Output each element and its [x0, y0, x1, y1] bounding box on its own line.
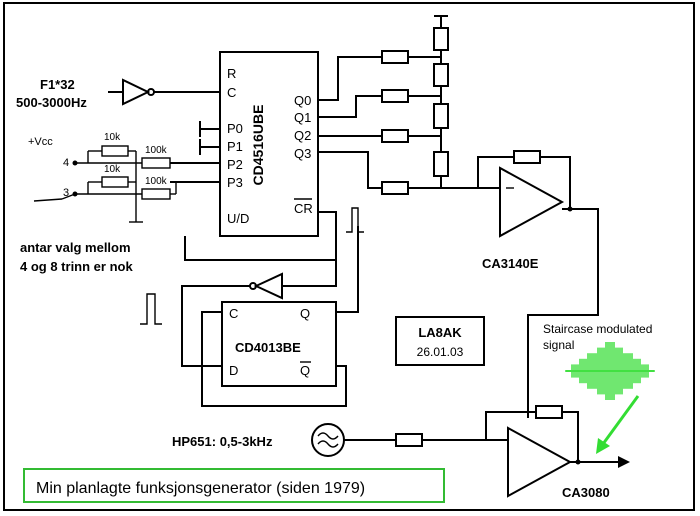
signal-arrow-line	[601, 395, 640, 445]
opamp-top	[499, 166, 565, 238]
cr-pulse	[346, 207, 364, 233]
input-resistor-bottom	[395, 433, 423, 447]
pin-q1: Q1	[294, 110, 311, 125]
opamp-bottom-label: CA3080	[562, 485, 610, 500]
pin-p3: P3	[227, 175, 243, 190]
counter-name: CD4516UBE	[250, 105, 266, 186]
caption-box	[23, 468, 445, 503]
q1-resistor	[381, 89, 409, 103]
caption-text: Min planlagte funksjonsgenerator (siden …	[36, 480, 365, 497]
pin-c: C	[227, 85, 236, 100]
pin4-label: 4	[63, 157, 69, 169]
q2-resistor	[381, 129, 409, 143]
input-freq-label: F1*32	[40, 77, 75, 92]
staircase-label-1: Staircase modulated	[543, 322, 652, 336]
ladder-resistor-3	[433, 103, 449, 129]
author-box	[395, 316, 485, 366]
q0-resistor	[381, 50, 409, 64]
ladder-resistor-2	[433, 63, 449, 87]
resistor-10k-b	[101, 176, 129, 188]
output-arrow	[618, 456, 630, 468]
pin-p1: P1	[227, 139, 243, 154]
r10k-a-label: 10k	[104, 132, 121, 143]
staircase-waveform	[565, 342, 655, 400]
r100k-a-label: 100k	[145, 145, 168, 156]
resistor-100k-b	[141, 188, 171, 200]
signal-arrow-head	[596, 438, 610, 454]
input-inverter	[122, 78, 151, 106]
feedback-inverter	[253, 272, 283, 300]
choice-line-2: 4 og 8 trinn er nok	[20, 259, 133, 274]
feedback-resistor-bottom	[535, 405, 563, 419]
ac-source	[311, 423, 345, 457]
q3-resistor	[381, 181, 409, 195]
pin-q2: Q2	[294, 128, 311, 143]
pin-q0: Q0	[294, 93, 311, 108]
pin-q3: Q3	[294, 146, 311, 161]
ff-pin-q: Q	[300, 306, 310, 321]
r100k-b-label: 100k	[145, 176, 168, 187]
clock-pulse	[140, 293, 162, 325]
opamp-top-label: CA3140E	[482, 256, 539, 271]
counter-chip	[219, 51, 319, 237]
pin-r: R	[227, 66, 236, 81]
staircase-label-2: signal	[543, 338, 574, 352]
pin-p2: P2	[227, 157, 243, 172]
author-call: LA8AK	[418, 325, 462, 340]
pin-p0: P0	[227, 121, 243, 136]
ladder-resistor-4	[433, 151, 449, 177]
input-range-label: 500-3000Hz	[16, 95, 87, 110]
sine-icon	[317, 432, 339, 440]
resistor-10k-a	[101, 145, 129, 157]
ff-pin-d: D	[229, 363, 238, 378]
resistor-100k-a	[141, 157, 171, 169]
flipflop-name: CD4013BE	[235, 340, 301, 355]
author-date: 26.01.03	[417, 345, 464, 359]
flipflop-chip	[221, 301, 337, 387]
hp-source-label: HP651: 0,5-3kHz	[172, 434, 273, 449]
vcc-label: +Vcc	[28, 136, 53, 148]
r10k-b-label: 10k	[104, 164, 121, 175]
pin-ud: U/D	[227, 211, 249, 226]
pin-cr: CR	[294, 201, 313, 216]
pin3-label: 3	[63, 187, 69, 199]
opamp-bottom	[507, 426, 573, 498]
choice-line-1: antar valg mellom	[20, 240, 131, 255]
ladder-resistor-1	[433, 27, 449, 51]
outer-frame	[3, 2, 695, 511]
ff-pin-qbar: Q	[300, 363, 310, 378]
feedback-resistor-top	[513, 150, 541, 164]
ff-pin-c: C	[229, 306, 238, 321]
